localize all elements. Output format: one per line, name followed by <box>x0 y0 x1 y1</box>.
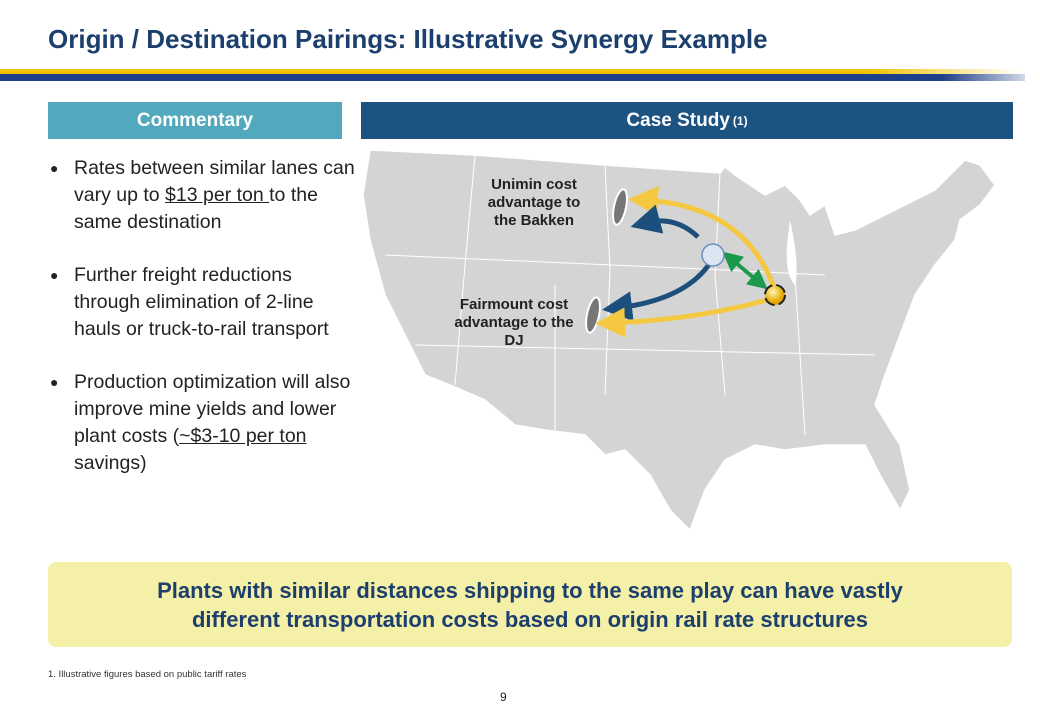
bullet-text: Rates between similar lanes can vary up … <box>74 157 355 206</box>
unimin-route-dj <box>595 297 768 338</box>
bullet-icon: ● <box>50 374 59 390</box>
footnote: 1. Illustrative figures based on public … <box>48 669 247 680</box>
callout-text: Plants with similar distances shipping t… <box>157 577 903 632</box>
case-study-header: Case Study(1) <box>361 102 1013 139</box>
page-title: Origin / Destination Pairings: Illustrat… <box>48 24 768 54</box>
unimin-label: Unimin cost advantage to the Bakken <box>487 176 581 229</box>
us-land <box>362 149 996 532</box>
fairmount-route-dj <box>602 261 713 322</box>
state-borders <box>384 154 876 436</box>
link-arrow <box>722 251 768 290</box>
commentary-bullets: ● Rates between similar lanes can vary up… <box>50 155 360 503</box>
bullet-text: Further freight reductions through elimi… <box>74 264 329 340</box>
callout-box: Plants with similar distances shipping t… <box>48 562 1012 647</box>
bullet-text: to the same destination <box>74 184 318 233</box>
commentary-header-label: Commentary <box>136 109 254 131</box>
fairmount-node-icon <box>701 243 725 267</box>
title-rule-blue <box>0 74 1025 81</box>
bullet-text: savings) <box>74 452 147 474</box>
bullet-emphasis: ~$3-10 per ton <box>179 425 307 447</box>
bullet-icon: ● <box>50 160 59 176</box>
fairmount-route-bakken <box>630 204 700 239</box>
lake-michigan <box>786 220 797 285</box>
page-number: 9 <box>500 690 507 704</box>
case-study-header-label: Case Study <box>626 109 730 131</box>
bullet-item: ● Further freight reductions through elim… <box>50 262 360 343</box>
us-map <box>362 149 996 532</box>
bullet-item: ● Rates between similar lanes can vary up… <box>50 155 360 236</box>
bakken-play-marker <box>612 188 628 226</box>
fairmount-label: Fairmount cost advantage to the DJ <box>454 296 574 349</box>
bullet-item: ● Production optimization will also impro… <box>50 369 360 477</box>
bullet-text: Production optimization will also improv… <box>74 371 351 447</box>
footnote-ref: (1) <box>732 113 748 128</box>
unimin-node-icon <box>764 284 786 306</box>
commentary-header: Commentary <box>48 102 342 139</box>
title-rule-gold <box>0 69 1020 74</box>
bullet-emphasis: $13 per ton <box>165 184 270 206</box>
bullet-icon: ● <box>50 267 59 283</box>
